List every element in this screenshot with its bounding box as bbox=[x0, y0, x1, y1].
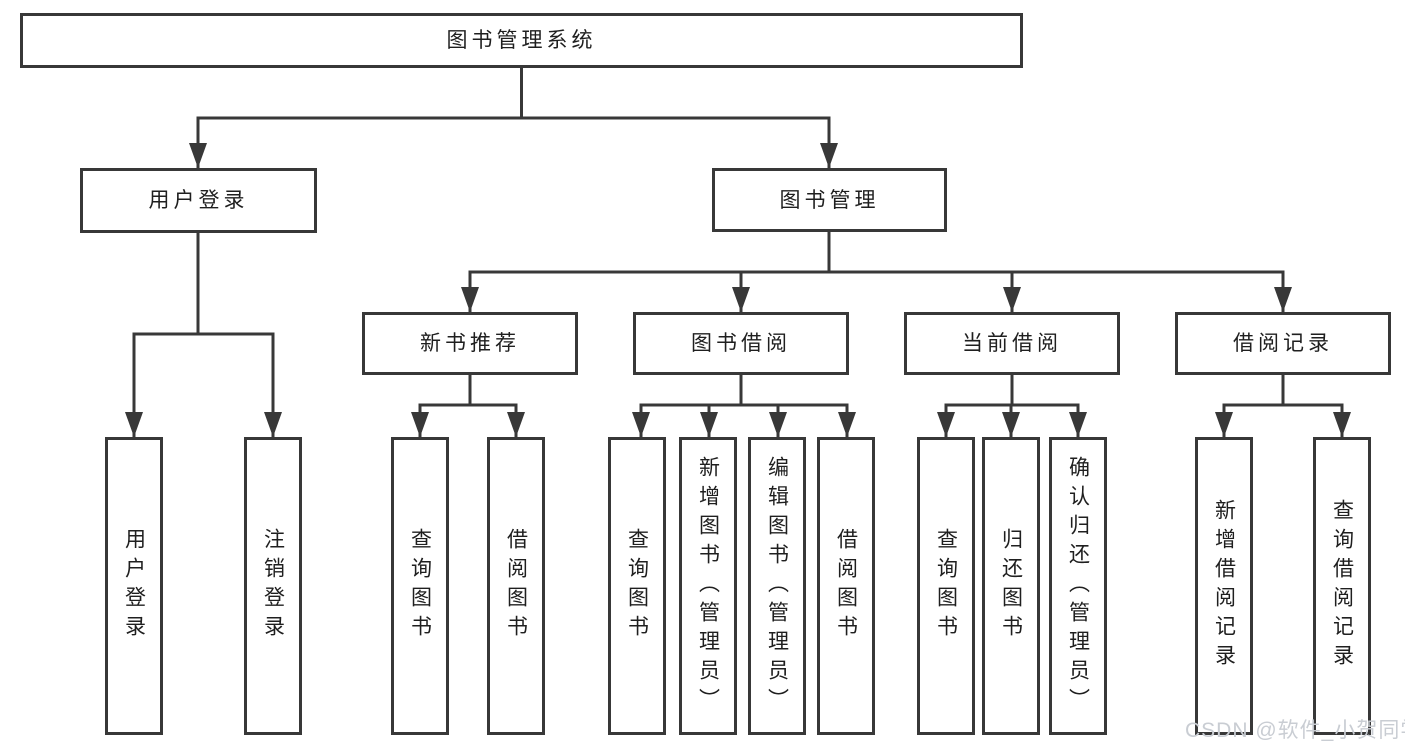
leaf-return-book-label: 归还图书 bbox=[999, 528, 1023, 644]
leaf-borrow-books-recommend: 借阅图书 bbox=[487, 437, 545, 735]
leaf-query-books-borrow: 查询图书 bbox=[608, 437, 666, 735]
node-book-mgmt: 图书管理 bbox=[712, 168, 947, 232]
node-book-mgmt-label: 图书管理 bbox=[779, 188, 880, 212]
leaf-query-books-recommend-label: 查询图书 bbox=[408, 528, 432, 644]
node-current-borrow-label: 当前借阅 bbox=[962, 332, 1062, 355]
leaf-add-borrow-record: 新增借阅记录 bbox=[1195, 437, 1253, 735]
leaf-edit-book-admin: 编辑图书（管理员） bbox=[748, 437, 806, 735]
leaf-confirm-return-admin-label: 确认归还（管理员） bbox=[1066, 455, 1090, 717]
node-current-borrow: 当前借阅 bbox=[904, 312, 1120, 375]
leaf-user-login: 用户登录 bbox=[105, 437, 163, 735]
node-book-borrow-label: 图书借阅 bbox=[691, 332, 791, 355]
leaf-user-login-label: 用户登录 bbox=[122, 528, 146, 644]
leaf-add-book-admin: 新增图书（管理员） bbox=[679, 437, 737, 735]
leaf-add-borrow-record-label: 新增借阅记录 bbox=[1212, 499, 1236, 673]
leaf-return-book: 归还图书 bbox=[982, 437, 1040, 735]
leaf-add-book-admin-label: 新增图书（管理员） bbox=[696, 455, 720, 717]
leaf-borrow-books-borrow-label: 借阅图书 bbox=[834, 528, 858, 644]
node-new-book-recommend-label: 新书推荐 bbox=[420, 332, 520, 355]
leaf-query-borrow-record: 查询借阅记录 bbox=[1313, 437, 1371, 735]
leaf-confirm-return-admin: 确认归还（管理员） bbox=[1049, 437, 1107, 735]
node-borrow-records: 借阅记录 bbox=[1175, 312, 1391, 375]
leaf-borrow-books-recommend-label: 借阅图书 bbox=[504, 528, 528, 644]
leaf-query-borrow-record-label: 查询借阅记录 bbox=[1330, 499, 1354, 673]
leaf-query-books-current: 查询图书 bbox=[917, 437, 975, 735]
leaf-query-books-recommend: 查询图书 bbox=[391, 437, 449, 735]
node-user-login-label: 用户登录 bbox=[148, 189, 249, 212]
node-root-label: 图书管理系统 bbox=[446, 29, 597, 52]
node-borrow-records-label: 借阅记录 bbox=[1233, 332, 1333, 355]
node-new-book-recommend: 新书推荐 bbox=[362, 312, 578, 375]
leaf-query-books-borrow-label: 查询图书 bbox=[625, 528, 649, 644]
leaf-edit-book-admin-label: 编辑图书（管理员） bbox=[765, 455, 789, 717]
node-book-borrow: 图书借阅 bbox=[633, 312, 849, 375]
leaf-query-books-current-label: 查询图书 bbox=[934, 528, 958, 644]
leaf-logout-label: 注销登录 bbox=[261, 528, 285, 644]
leaf-borrow-books-borrow: 借阅图书 bbox=[817, 437, 875, 735]
leaf-logout: 注销登录 bbox=[244, 437, 302, 735]
node-user-login: 用户登录 bbox=[80, 168, 317, 233]
node-root: 图书管理系统 bbox=[20, 13, 1023, 68]
